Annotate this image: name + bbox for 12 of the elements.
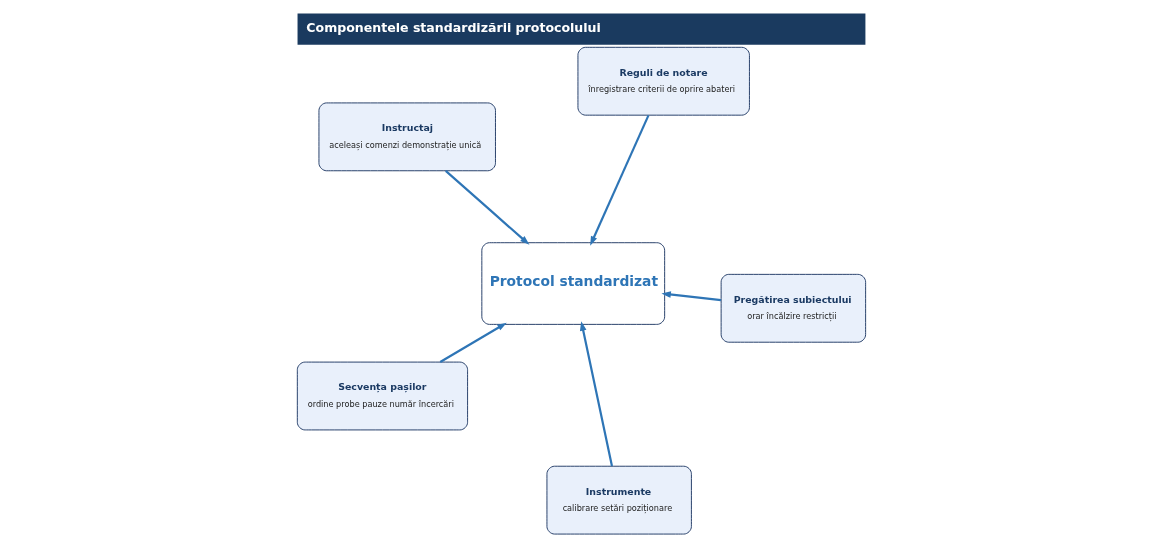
- node-box: Pregătirea subiectului orar încălzire restricții: [720, 273, 866, 343]
- arrow: [439, 322, 507, 363]
- arrow: [660, 291, 721, 302]
- arrow: [444, 170, 529, 245]
- arrow: [589, 114, 649, 246]
- node-box: Instrumente calibrare setări poziționare: [545, 465, 692, 535]
- diagram-title: Componentele standardizării protocolului: [305, 19, 601, 35]
- node-box: Instructaj aceleași comenzi demonstrație unică: [317, 102, 496, 172]
- arrow: [579, 321, 613, 467]
- node-box: Reguli de notare înregistrare criterii de oprire abateri: [577, 46, 750, 116]
- node-box: Protocol standardizat: [480, 242, 665, 325]
- node-box: Secvența pașilor ordine probe pauze număr încercări: [296, 361, 468, 431]
